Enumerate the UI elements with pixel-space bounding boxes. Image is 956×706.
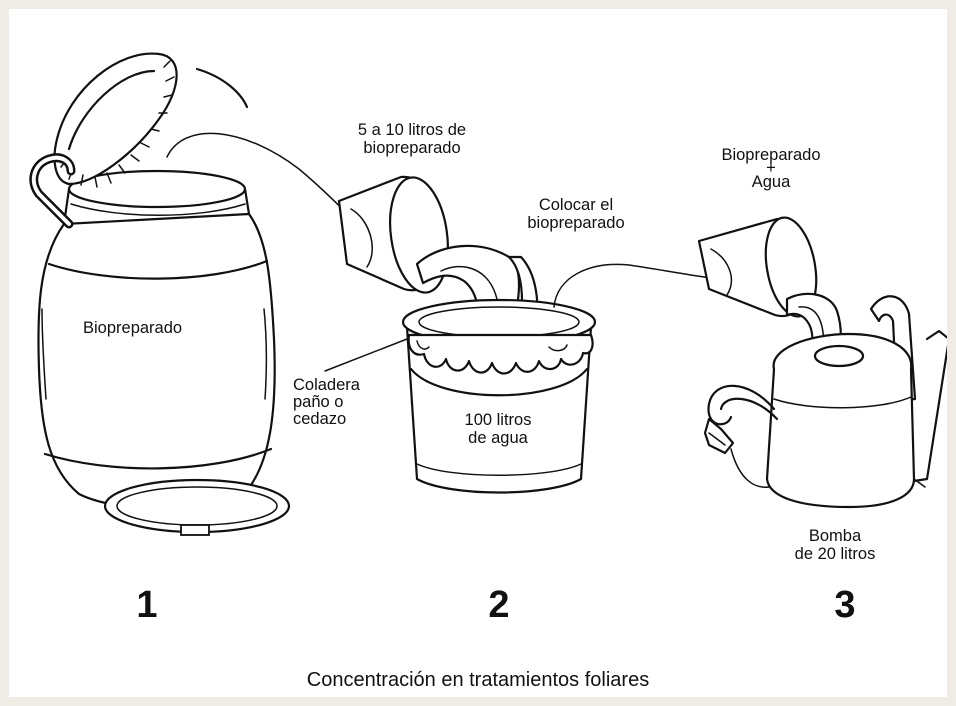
pouring-bucket-icon	[337, 175, 521, 329]
mix-label-line3: Agua	[751, 173, 791, 191]
diagram-frame: Biopreparado 5 a 10 litros de bioprepara…	[9, 9, 947, 697]
dose-label-line2: biopreparado	[363, 139, 461, 157]
motion-arc	[195, 67, 249, 109]
diagram-drawing	[29, 52, 947, 536]
place-label-line1: Colocar el	[538, 196, 614, 214]
barrel-label: Biopreparado	[83, 319, 183, 337]
step-number-3: 3	[834, 584, 856, 626]
lid-icon	[103, 478, 291, 536]
leader-line	[324, 338, 408, 372]
strainer-label-line1: Coladera	[293, 376, 360, 394]
step-number-1: 1	[136, 584, 158, 626]
dose-label-line1: 5 a 10 litros de	[357, 121, 467, 139]
bucket-icon	[401, 298, 597, 494]
step-number-2: 2	[488, 584, 510, 626]
strainer-label-line2: paño o	[293, 393, 344, 411]
mix-label: Biopreparado + Agua	[701, 146, 841, 191]
water-label-line1: 100 litros	[464, 411, 532, 429]
backpack-sprayer-icon	[703, 295, 947, 509]
pump-label-line1: Bomba	[808, 527, 862, 545]
strainer-label-line3: cedazo	[293, 410, 347, 428]
diagram-caption: Concentración en tratamientos foliares	[306, 669, 650, 691]
pump-label-line2: de 20 litros	[794, 545, 876, 563]
pump-label: Bomba de 20 litros	[775, 527, 895, 563]
mix-label-line1: Biopreparado	[721, 146, 821, 164]
strainer-label: Coladera paño o cedazo	[293, 377, 360, 428]
pouring-bucket-icon	[697, 216, 842, 367]
water-label-line2: de agua	[468, 429, 528, 447]
water-label: 100 litros de agua	[443, 411, 553, 447]
dose-label: 5 a 10 litros de biopreparado	[327, 121, 497, 157]
barrel-icon	[37, 169, 276, 511]
strainer-icon	[407, 333, 594, 375]
mix-label-line2: +	[766, 159, 776, 177]
place-label: Colocar el biopreparado	[501, 196, 651, 232]
hook-icon	[29, 153, 76, 229]
place-label-line2: biopreparado	[527, 214, 625, 232]
